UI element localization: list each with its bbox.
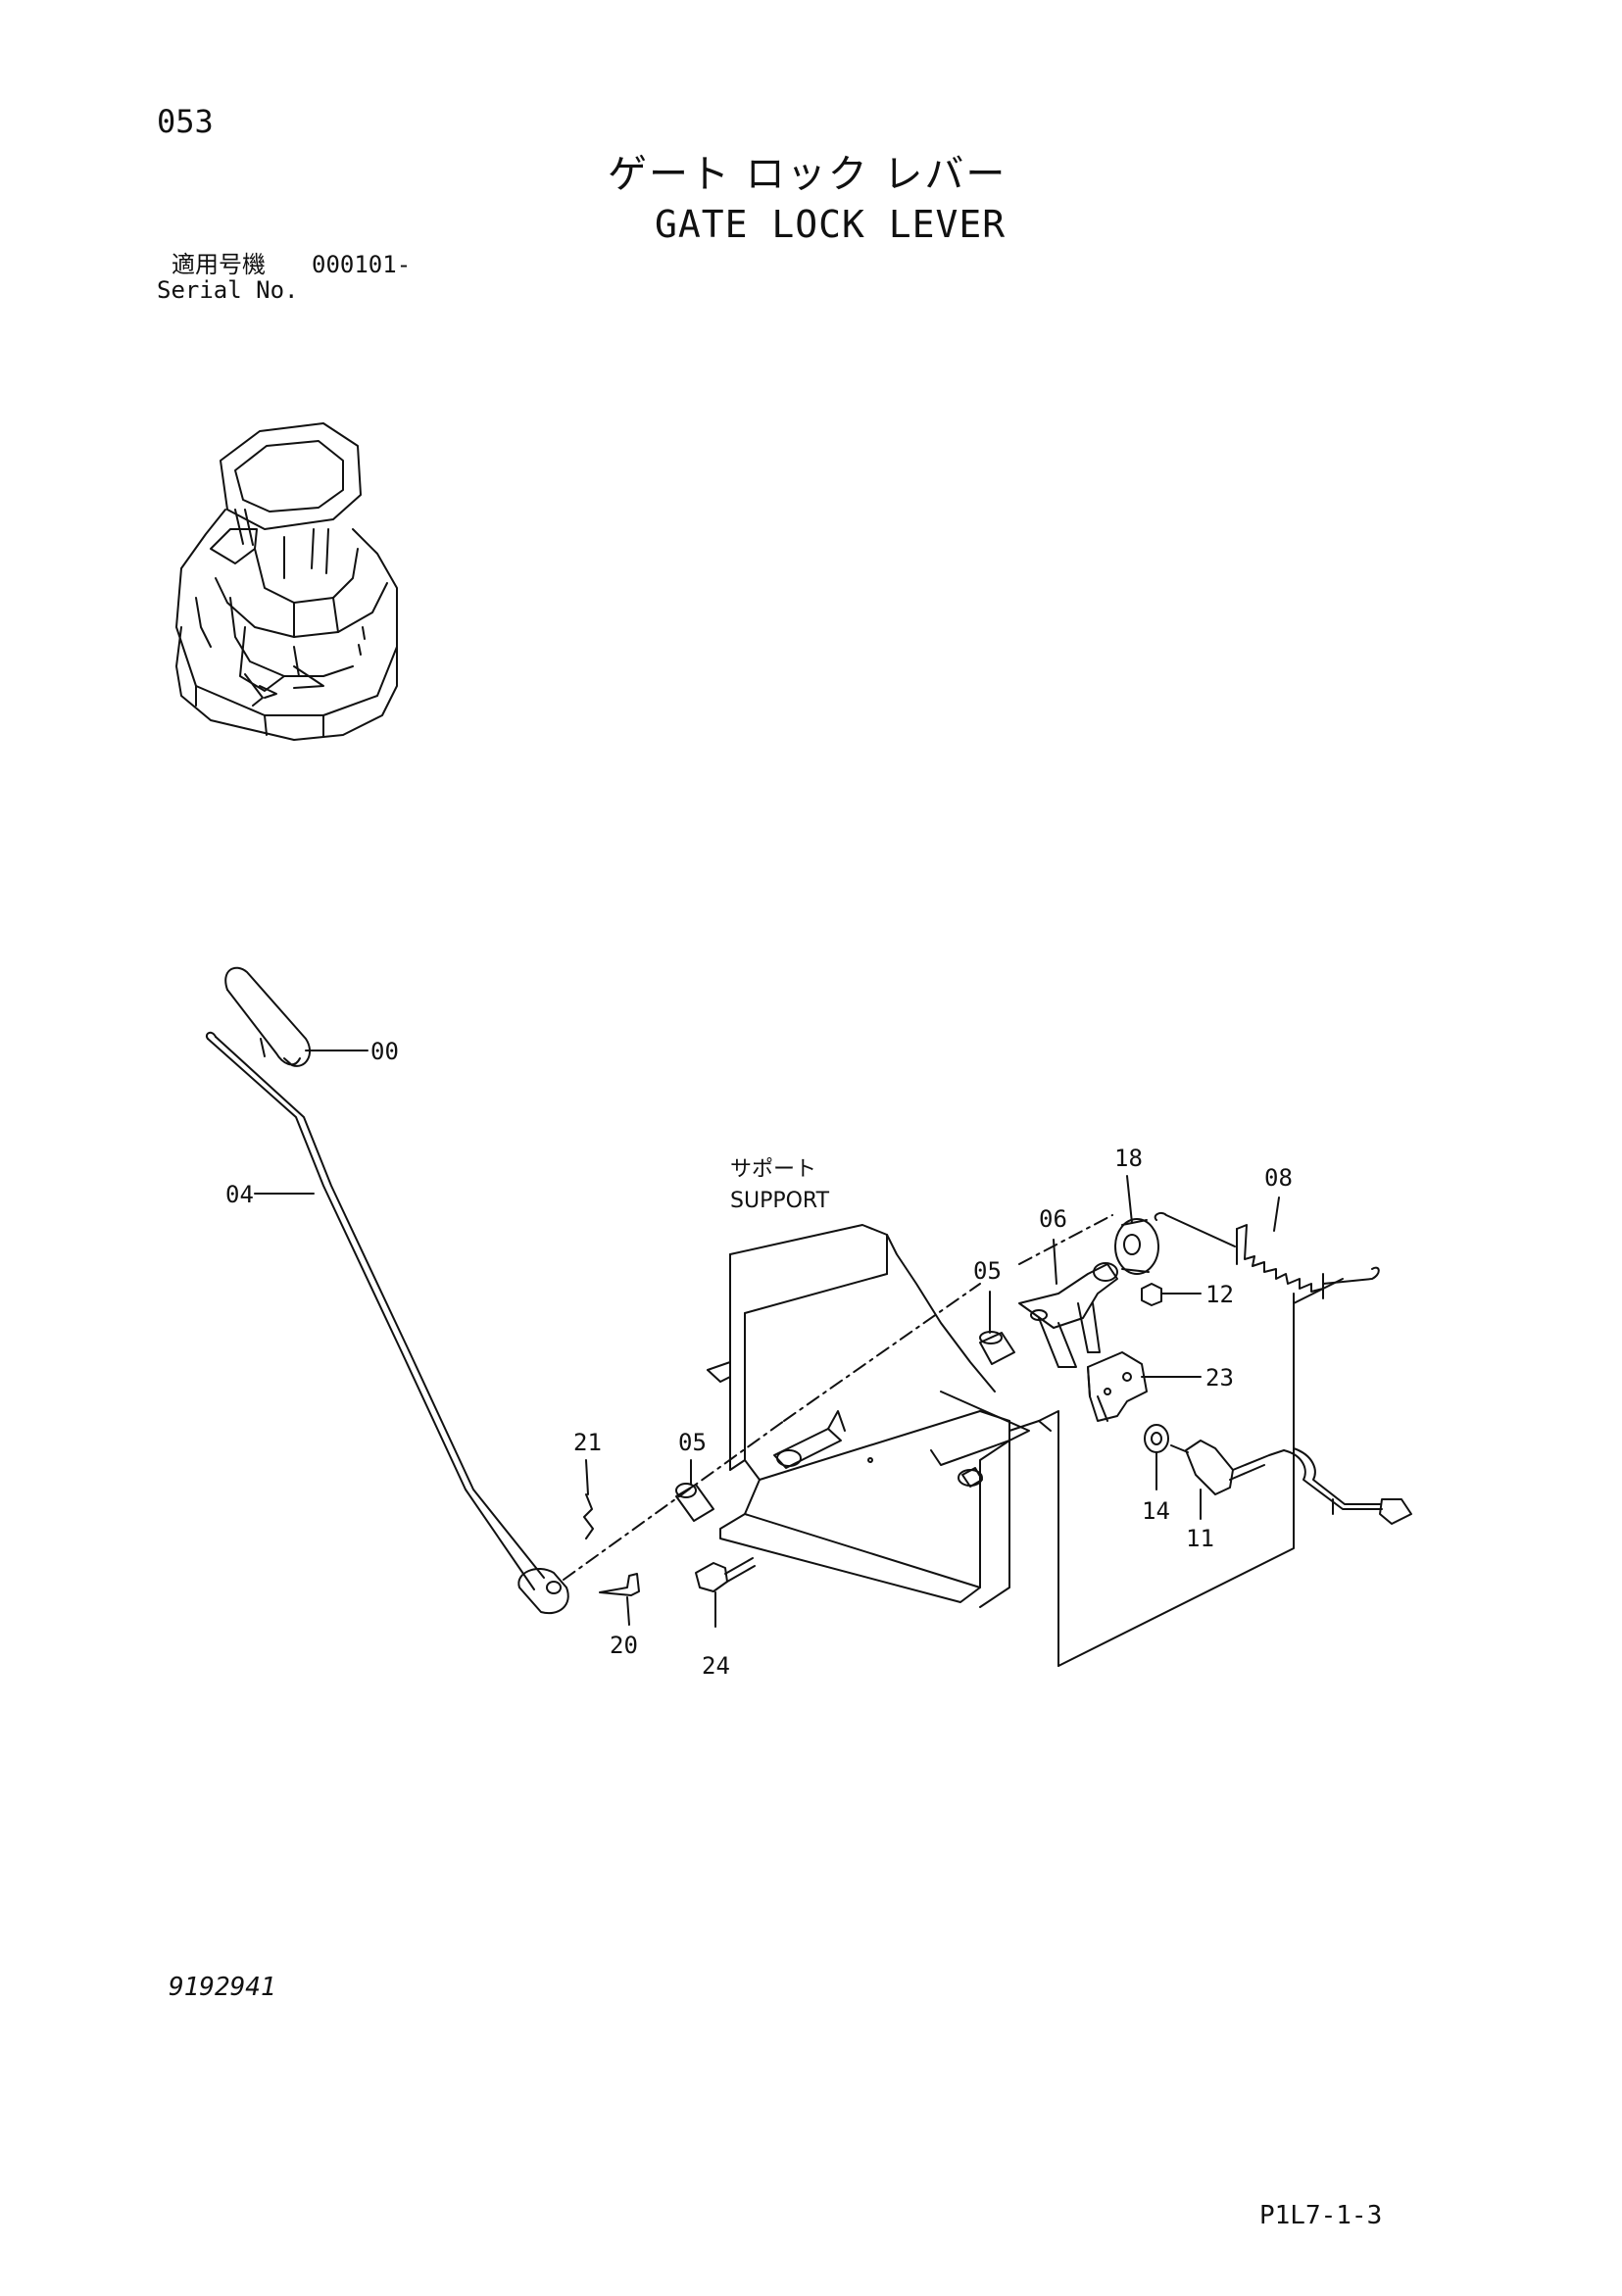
support-bracket bbox=[707, 1224, 1052, 1608]
gate-lock-switch bbox=[1170, 1440, 1412, 1525]
bolt bbox=[695, 1562, 728, 1592]
title-japanese: ゲート ロック レバー bbox=[608, 152, 1008, 197]
washer-roller bbox=[1114, 1218, 1159, 1275]
serial-label-english: Serial No. bbox=[157, 276, 299, 304]
callout-05: 05 bbox=[678, 1429, 707, 1456]
tension-spring bbox=[1154, 1211, 1380, 1299]
callout-20: 20 bbox=[610, 1632, 638, 1659]
callout-00: 00 bbox=[370, 1038, 399, 1065]
callout-08: 08 bbox=[1264, 1164, 1293, 1192]
page-number: 053 bbox=[157, 103, 214, 140]
callout-06: 06 bbox=[1039, 1205, 1067, 1233]
lever-grip bbox=[224, 966, 311, 1067]
lever-rod bbox=[207, 1038, 535, 1590]
leader-18 bbox=[1126, 1175, 1133, 1224]
callout-21: 21 bbox=[573, 1429, 602, 1456]
machine-overview-illustration bbox=[175, 422, 398, 741]
leader-20 bbox=[626, 1596, 630, 1626]
bushing-upper bbox=[979, 1332, 1015, 1365]
bushing-lower bbox=[675, 1484, 714, 1522]
callout-04: 04 bbox=[225, 1181, 254, 1208]
page-code: P1L7-1-3 bbox=[1259, 2201, 1383, 2230]
callout-24: 24 bbox=[702, 1652, 730, 1680]
pin bbox=[599, 1573, 640, 1596]
switch-bracket bbox=[1087, 1351, 1148, 1422]
callout-05: 05 bbox=[973, 1257, 1002, 1285]
support-label-japanese: サポート bbox=[730, 1157, 816, 1182]
seal-washer bbox=[1144, 1424, 1169, 1453]
nut bbox=[1141, 1283, 1162, 1306]
serial-label-japanese: 適用号機 bbox=[172, 251, 266, 278]
callout-12: 12 bbox=[1205, 1281, 1234, 1308]
snap-pin-clip bbox=[583, 1493, 594, 1539]
callout-18: 18 bbox=[1114, 1145, 1143, 1172]
callout-11: 11 bbox=[1186, 1525, 1214, 1552]
title-english: GATE LOCK LEVER bbox=[655, 203, 1007, 246]
callout-23: 23 bbox=[1205, 1364, 1234, 1392]
pivot-shaft bbox=[1018, 1263, 1118, 1329]
callout-14: 14 bbox=[1142, 1497, 1170, 1525]
leader-08 bbox=[1273, 1197, 1280, 1232]
leader-06 bbox=[1053, 1239, 1057, 1285]
serial-number-value: 000101- bbox=[312, 251, 412, 278]
support-label-english: SUPPORT bbox=[730, 1189, 830, 1213]
leader-21 bbox=[585, 1459, 589, 1495]
drawing-number: 9192941 bbox=[169, 1973, 276, 2002]
